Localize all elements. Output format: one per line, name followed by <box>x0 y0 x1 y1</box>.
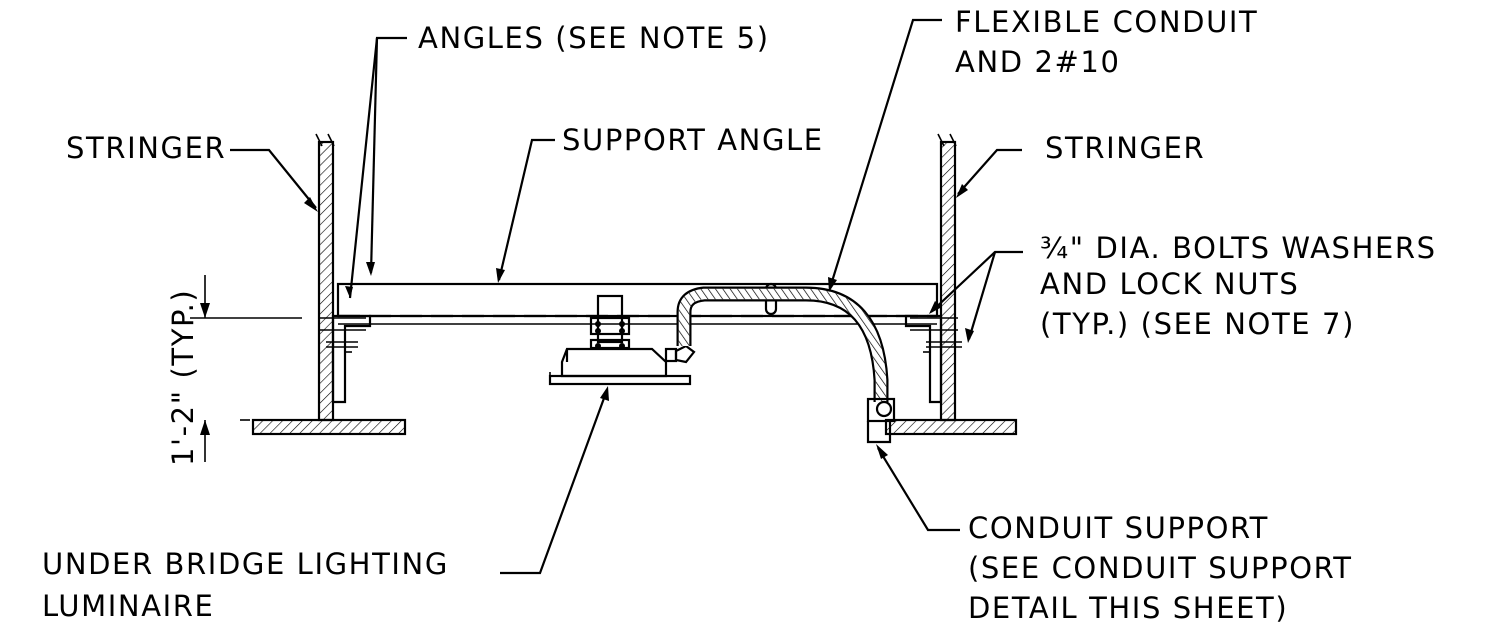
flexible-conduit <box>676 286 889 402</box>
bolts-label-line3: (TYP.) (SEE NOTE 7) <box>1040 307 1355 341</box>
stringer-left-label: STRINGER <box>66 131 226 165</box>
conduit-support <box>866 397 896 444</box>
support-angle-label: SUPPORT ANGLE <box>562 123 824 157</box>
luminaire-label-line2: LUMINAIRE <box>42 589 214 623</box>
leaders <box>230 18 1023 575</box>
dimension-1ft-2in <box>190 275 302 462</box>
conduit-support-label-line3: DETAIL THIS SHEET) <box>968 591 1288 625</box>
conduit-support-label-line2: (SEE CONDUIT SUPPORT <box>968 551 1353 585</box>
stringer-right <box>884 133 1018 436</box>
stringer-left <box>251 133 407 436</box>
flexible-conduit-label-line1: FLEXIBLE CONDUIT <box>955 5 1258 39</box>
bolts-label-line1: ¾" DIA. BOLTS WASHERS <box>1040 231 1437 265</box>
flexible-conduit-label-line2: AND 2#10 <box>955 45 1121 79</box>
end-angle-left <box>331 314 372 404</box>
bolt-right <box>910 317 962 348</box>
support-angle <box>336 282 939 325</box>
angles-label: ANGLES (SEE NOTE 5) <box>418 21 770 55</box>
conduit-support-label-line1: CONDUIT SUPPORT <box>968 511 1269 545</box>
bolts-label-line2: AND LOCK NUTS <box>1040 267 1299 301</box>
luminaire <box>548 294 696 386</box>
dimension-label: 1'-2" (TYP.) <box>166 289 200 466</box>
stringer-right-label: STRINGER <box>1045 131 1205 165</box>
bolt-left <box>318 317 366 348</box>
luminaire-label-line1: UNDER BRIDGE LIGHTING <box>42 547 449 581</box>
end-angle-right <box>904 314 943 404</box>
